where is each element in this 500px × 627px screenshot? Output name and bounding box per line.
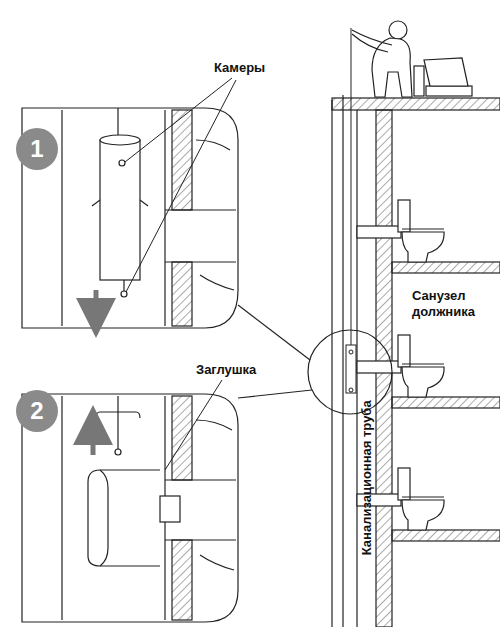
- operator-figure: [389, 21, 407, 39]
- camera-device: [123, 280, 124, 292]
- toilet: [398, 335, 444, 397]
- pipe-plug: [160, 496, 180, 522]
- camera-device: [96, 412, 140, 418]
- zoom-circle: [238, 305, 310, 360]
- inset-pipe: [196, 420, 232, 430]
- inset-pipe: [172, 540, 192, 620]
- toilet: [398, 200, 444, 530]
- inset-frame: [22, 394, 238, 622]
- inset-pipe: [62, 110, 236, 326]
- camera-device: [92, 200, 100, 206]
- part-label: Камеры: [214, 60, 304, 76]
- sewer-pipe: [342, 95, 343, 627]
- camera-device: [100, 140, 140, 280]
- leader-line: [125, 78, 236, 470]
- pipe-plug: [88, 470, 180, 566]
- pipe-plug: [100, 470, 108, 566]
- move-arrow: [91, 425, 96, 455]
- pipe-label: Канализационная труба: [359, 343, 375, 613]
- operator-figure: [352, 21, 472, 97]
- sewer-pipe: [357, 226, 401, 238]
- building: [331, 100, 332, 627]
- zoom-circle: [238, 305, 392, 414]
- inset-frame: [22, 394, 238, 622]
- sewer-pipe: [357, 361, 401, 373]
- camera-device: [349, 350, 353, 354]
- building: [392, 262, 500, 273]
- inset-pipe: [62, 396, 236, 620]
- part-label: Заглушка: [196, 362, 296, 378]
- operator-figure: [352, 30, 392, 45]
- toilet: [398, 200, 444, 262]
- callout-text: 2: [30, 399, 43, 423]
- callout-text: 1: [30, 137, 43, 161]
- toilet: [398, 468, 444, 530]
- leader-line: [125, 78, 232, 162]
- inset-pipe: [61, 110, 62, 326]
- camera-device: [346, 345, 356, 393]
- building: [392, 530, 500, 541]
- move-arrow: [93, 425, 94, 455]
- move-arrow: [96, 290, 97, 318]
- zoom-circle: [308, 330, 392, 414]
- sewer-pipe: [343, 95, 401, 627]
- building: [332, 98, 500, 627]
- building: [392, 397, 500, 408]
- inset-pipe: [172, 262, 192, 326]
- building: [332, 98, 500, 110]
- operator-figure: [424, 58, 468, 86]
- zoom-circle: [238, 390, 312, 398]
- camera-device: [140, 200, 148, 206]
- camera-device: [346, 28, 356, 393]
- inset-pipe: [200, 275, 234, 290]
- leader-line: [126, 80, 236, 292]
- inset-pipe: [61, 396, 62, 620]
- leader-line: [165, 380, 222, 470]
- inset-pipe: [200, 555, 234, 570]
- camera-device: [96, 396, 140, 455]
- pipe-plug: [88, 470, 160, 566]
- move-arrow: [94, 290, 99, 318]
- camera-device: [115, 449, 121, 455]
- operator-figure: [372, 38, 412, 97]
- inset-pipe: [172, 396, 192, 480]
- operator-figure: [352, 34, 388, 52]
- operator-figure: [414, 66, 424, 96]
- operator-figure: [426, 86, 472, 96]
- camera-device: [351, 28, 352, 345]
- camera-device: [117, 396, 118, 450]
- camera-device: [100, 135, 140, 145]
- inset-pipe: [196, 140, 230, 150]
- camera-device: [92, 108, 148, 297]
- inset-pipe: [165, 210, 236, 262]
- room-label: Санузел должника: [412, 288, 492, 319]
- camera-device: [119, 160, 125, 166]
- callout-number: 1: [16, 128, 58, 170]
- callout-number: 2: [16, 390, 58, 432]
- camera-device: [349, 388, 353, 392]
- inset-pipe: [172, 110, 192, 210]
